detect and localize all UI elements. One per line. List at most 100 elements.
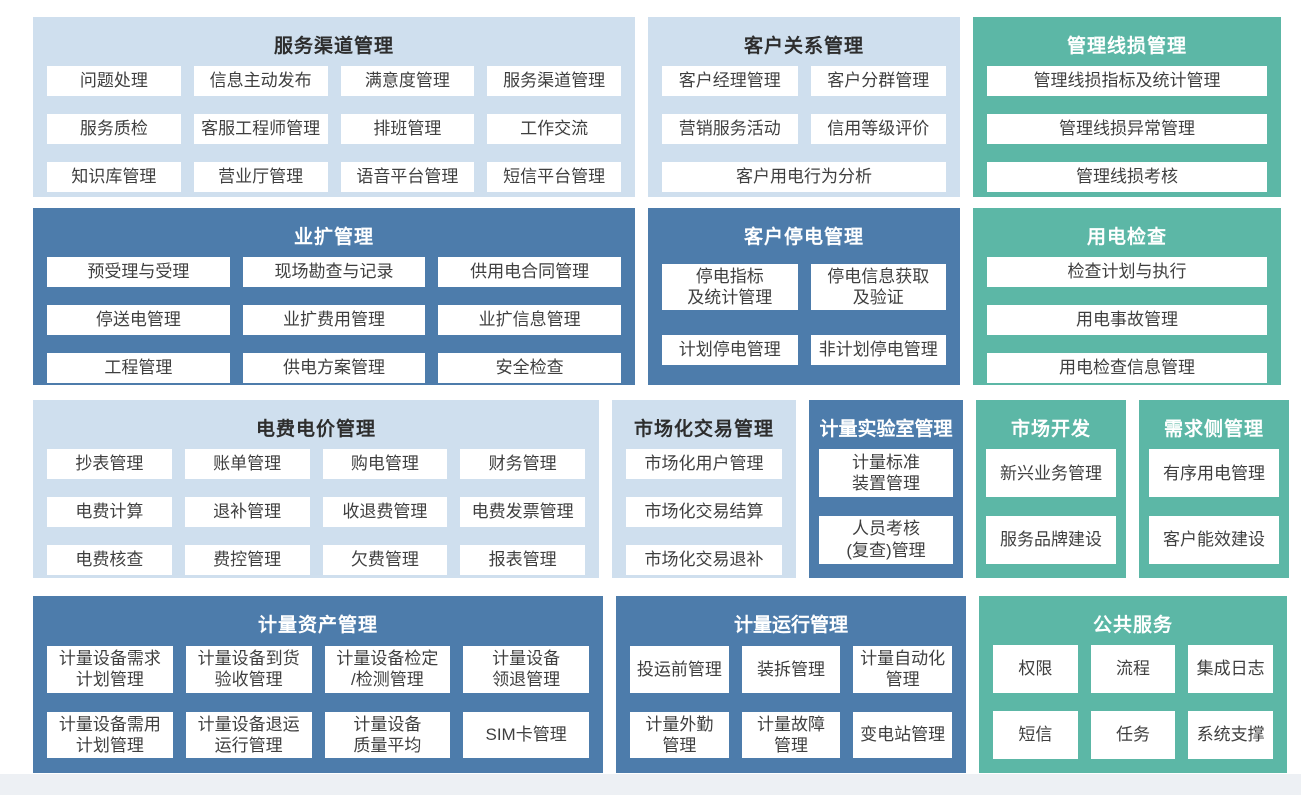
module-button[interactable]: 集成日志 [1188, 645, 1273, 693]
module-button[interactable]: 投运前管理 [630, 646, 729, 693]
module-button[interactable]: 供电方案管理 [242, 353, 426, 383]
module-button[interactable]: 工程管理 [47, 353, 230, 383]
module-button[interactable]: 营销服务活动 [662, 114, 798, 144]
diagram-row-4: 计量资产管理 计量设备需求 计划管理 计量设备到货 验收管理 计量设备检定 /检… [33, 596, 1287, 773]
module-button[interactable]: SIM卡管理 [463, 711, 589, 758]
module-button[interactable]: 问题处理 [47, 66, 181, 96]
module-button[interactable]: 财务管理 [460, 449, 585, 479]
module-button[interactable]: 报表管理 [460, 545, 585, 575]
module-button[interactable]: 客户分群管理 [810, 66, 946, 96]
module-diagram: 服务渠道管理 问题处理 信息主动发布 满意度管理 服务渠道管理 服务质检 客服工… [33, 0, 1289, 773]
module-button[interactable]: 非计划停电管理 [810, 334, 946, 365]
module-button[interactable]: 工作交流 [487, 114, 621, 144]
module-button[interactable]: 变电站管理 [853, 711, 952, 758]
section-billing: 电费电价管理 抄表管理 账单管理 购电管理 财务管理 电费计算 退补管理 收退费… [33, 400, 599, 578]
module-button[interactable]: 退补管理 [184, 497, 310, 527]
module-button[interactable]: 预受理与受理 [47, 257, 230, 287]
module-button[interactable]: 任务 [1090, 711, 1176, 759]
section-metering-asset: 计量资产管理 计量设备需求 计划管理 计量设备到货 验收管理 计量设备检定 /检… [33, 596, 603, 773]
module-button[interactable]: 管理线损考核 [987, 162, 1267, 192]
section-title: 公共服务 [1092, 615, 1173, 636]
module-button[interactable]: 停电信息获取 及验证 [810, 263, 946, 310]
module-button[interactable]: 账单管理 [184, 449, 310, 479]
section-grid: 有序用电管理 客户能效建设 [1149, 449, 1279, 564]
module-button[interactable]: 满意度管理 [340, 66, 475, 96]
module-button[interactable]: 信息主动发布 [193, 66, 328, 96]
module-button[interactable]: 人员考核 (复查)管理 [819, 515, 953, 564]
section-grid: 计量标准 装置管理 人员考核 (复查)管理 [819, 449, 953, 564]
module-button[interactable]: 安全检查 [438, 353, 621, 383]
module-button[interactable]: 业扩费用管理 [242, 305, 426, 335]
module-button[interactable]: 计量标准 装置管理 [819, 449, 953, 498]
module-button[interactable]: 新兴业务管理 [986, 449, 1116, 498]
section-title: 市场开发 [1010, 419, 1091, 440]
section-grid: 检查计划与执行 用电事故管理 用电检查信息管理 [987, 257, 1267, 383]
section-grid: 市场化用户管理 市场化交易结算 市场化交易退补 [626, 449, 782, 575]
module-button[interactable]: 有序用电管理 [1149, 449, 1279, 498]
module-button[interactable]: 现场勘查与记录 [242, 257, 426, 287]
module-button[interactable]: 管理线损指标及统计管理 [987, 66, 1267, 96]
module-button[interactable]: 系统支撑 [1188, 711, 1273, 759]
module-button[interactable]: 客户经理管理 [662, 66, 798, 96]
module-button[interactable]: 收退费管理 [322, 497, 448, 527]
module-button[interactable]: 计量外勤 管理 [630, 711, 729, 758]
section-title: 需求侧管理 [1163, 419, 1264, 440]
module-button[interactable]: 供用电合同管理 [438, 257, 621, 287]
module-button[interactable]: 检查计划与执行 [987, 257, 1267, 287]
module-button[interactable]: 用电事故管理 [987, 305, 1267, 335]
module-button[interactable]: 电费核查 [47, 545, 172, 575]
module-button[interactable]: 费控管理 [184, 545, 310, 575]
module-button[interactable]: 服务渠道管理 [487, 66, 621, 96]
module-button[interactable]: 计量设备 领退管理 [463, 646, 589, 693]
section-grid: 停电指标 及统计管理 停电信息获取 及验证 计划停电管理 非计划停电管理 [662, 257, 946, 371]
module-button[interactable]: 信用等级评价 [810, 114, 946, 144]
module-button[interactable]: 营业厅管理 [193, 162, 328, 192]
module-button[interactable]: 计量设备到货 验收管理 [185, 646, 312, 693]
module-button[interactable]: 购电管理 [322, 449, 448, 479]
section-title: 电费电价管理 [255, 419, 376, 440]
section-title: 客户关系管理 [743, 36, 864, 57]
module-button[interactable]: 计量设备 质量平均 [324, 711, 451, 758]
module-button[interactable]: 装拆管理 [741, 646, 841, 693]
section-metering-lab: 计量实验室管理 计量标准 装置管理 人员考核 (复查)管理 [809, 400, 963, 578]
module-button[interactable]: 排班管理 [340, 114, 475, 144]
module-button[interactable]: 计量设备退运 运行管理 [185, 711, 312, 758]
module-button[interactable]: 知识库管理 [47, 162, 181, 192]
module-button[interactable]: 短信 [993, 711, 1078, 759]
section-customer-relation: 客户关系管理 客户经理管理 客户分群管理 营销服务活动 信用等级评价 客户用电行… [648, 17, 960, 197]
module-button[interactable]: 欠费管理 [322, 545, 448, 575]
module-button[interactable]: 电费发票管理 [460, 497, 585, 527]
module-button[interactable]: 抄表管理 [47, 449, 172, 479]
module-button[interactable]: 管理线损异常管理 [987, 114, 1267, 144]
diagram-row-1: 服务渠道管理 问题处理 信息主动发布 满意度管理 服务渠道管理 服务质检 客服工… [33, 17, 1285, 197]
module-button[interactable]: 客户能效建设 [1149, 515, 1279, 564]
module-button[interactable]: 客服工程师管理 [193, 114, 328, 144]
module-button[interactable]: 权限 [993, 645, 1078, 693]
module-button[interactable]: 客户用电行为分析 [662, 162, 946, 192]
module-button[interactable]: 语音平台管理 [340, 162, 475, 192]
module-button[interactable]: 市场化交易结算 [626, 497, 782, 527]
module-button[interactable]: 计量设备需求 计划管理 [47, 646, 173, 693]
module-button[interactable]: 用电检查信息管理 [987, 353, 1267, 383]
section-title: 管理线损管理 [1066, 36, 1187, 57]
module-button[interactable]: 短信平台管理 [487, 162, 621, 192]
section-grid: 客户经理管理 客户分群管理 营销服务活动 信用等级评价 客户用电行为分析 [662, 66, 946, 192]
module-button[interactable]: 电费计算 [47, 497, 172, 527]
module-button[interactable]: 计量设备需用 计划管理 [47, 711, 173, 758]
module-button[interactable]: 计量设备检定 /检测管理 [324, 646, 451, 693]
module-button[interactable]: 业扩信息管理 [438, 305, 621, 335]
section-demand-side: 需求侧管理 有序用电管理 客户能效建设 [1139, 400, 1289, 578]
module-button[interactable]: 计划停电管理 [662, 334, 798, 365]
diagram-row-3: 电费电价管理 抄表管理 账单管理 购电管理 财务管理 电费计算 退补管理 收退费… [33, 400, 1289, 578]
module-button[interactable]: 市场化用户管理 [626, 449, 782, 479]
section-metering-operation: 计量运行管理 投运前管理 装拆管理 计量自动化 管理 计量外勤 管理 计量故障 … [616, 596, 966, 773]
section-business-expansion: 业扩管理 预受理与受理 现场勘查与记录 供用电合同管理 停送电管理 业扩费用管理… [33, 208, 635, 385]
module-button[interactable]: 计量故障 管理 [741, 711, 841, 758]
module-button[interactable]: 服务品牌建设 [986, 515, 1116, 564]
module-button[interactable]: 服务质检 [47, 114, 181, 144]
module-button[interactable]: 停送电管理 [47, 305, 230, 335]
module-button[interactable]: 流程 [1090, 645, 1176, 693]
module-button[interactable]: 计量自动化 管理 [853, 646, 952, 693]
module-button[interactable]: 停电指标 及统计管理 [662, 263, 798, 310]
module-button[interactable]: 市场化交易退补 [626, 545, 782, 575]
